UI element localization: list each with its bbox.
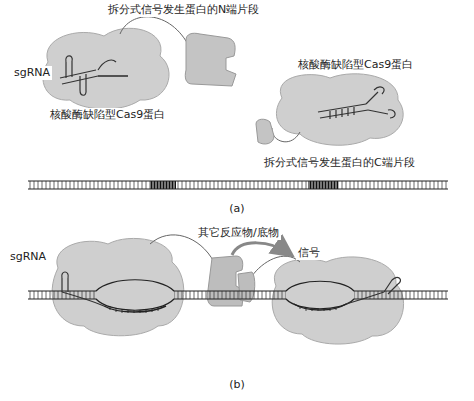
- sgrna: [62, 272, 401, 306]
- sgrna: [318, 87, 395, 119]
- n-fragment: [185, 33, 236, 86]
- cas9-protein: [43, 28, 169, 109]
- drawing-stroke: [62, 272, 104, 306]
- signal-arrow: [232, 243, 290, 255]
- part-label: 信号: [296, 246, 322, 260]
- panel-caption: (b): [227, 378, 247, 392]
- part-label: 拆分式信号发生蛋白的C端片段: [262, 156, 417, 170]
- dna-double-strand: [28, 181, 448, 189]
- part-label: 核酸酶缺陷型Cas9蛋白: [296, 58, 415, 72]
- drawing-stroke: [80, 74, 86, 95]
- drawing-stroke: [174, 291, 286, 299]
- drawing-stroke: [272, 257, 403, 344]
- drawing-stroke: [28, 180, 448, 181]
- linker: [252, 256, 300, 276]
- drawing-stroke: [308, 181, 338, 189]
- part-label: 核酸酶缺陷型Cas9蛋白: [48, 108, 167, 122]
- drawing-stroke: [110, 306, 158, 313]
- drawing-stroke: [28, 280, 448, 291]
- drawing-stroke: [104, 306, 166, 312]
- cas9-protein: [276, 74, 403, 145]
- drawing-stroke: [294, 304, 346, 310]
- part-label: sgRNA: [8, 250, 48, 264]
- linker: [120, 17, 190, 48]
- drawing-stroke: [320, 110, 368, 118]
- dna-double-strand: [28, 280, 448, 313]
- part-label: 其它反应物/底物: [196, 226, 281, 240]
- drawing-stroke: [98, 60, 116, 70]
- c-fragment: [256, 119, 274, 144]
- drawing-stroke: [98, 75, 128, 77]
- part-label: 拆分式信号发生蛋白的N端片段: [106, 3, 261, 17]
- drawing-stroke: [150, 181, 176, 189]
- linker: [272, 128, 300, 142]
- drawing-stroke: [276, 74, 403, 145]
- drawing-stroke: [346, 277, 400, 304]
- drawing-stroke: [300, 306, 336, 311]
- drawing-stroke: [330, 107, 354, 119]
- sgrna: [60, 56, 128, 95]
- drawing-stroke: [66, 56, 73, 78]
- drawing-stroke: [43, 28, 169, 109]
- drawing-stroke: [28, 181, 448, 189]
- drawing-stroke: [28, 188, 448, 189]
- part-label: sgRNA: [12, 66, 52, 80]
- panel-caption: (a): [227, 202, 246, 216]
- drawing-stroke: [52, 238, 184, 335]
- drawing-stroke: [366, 87, 395, 118]
